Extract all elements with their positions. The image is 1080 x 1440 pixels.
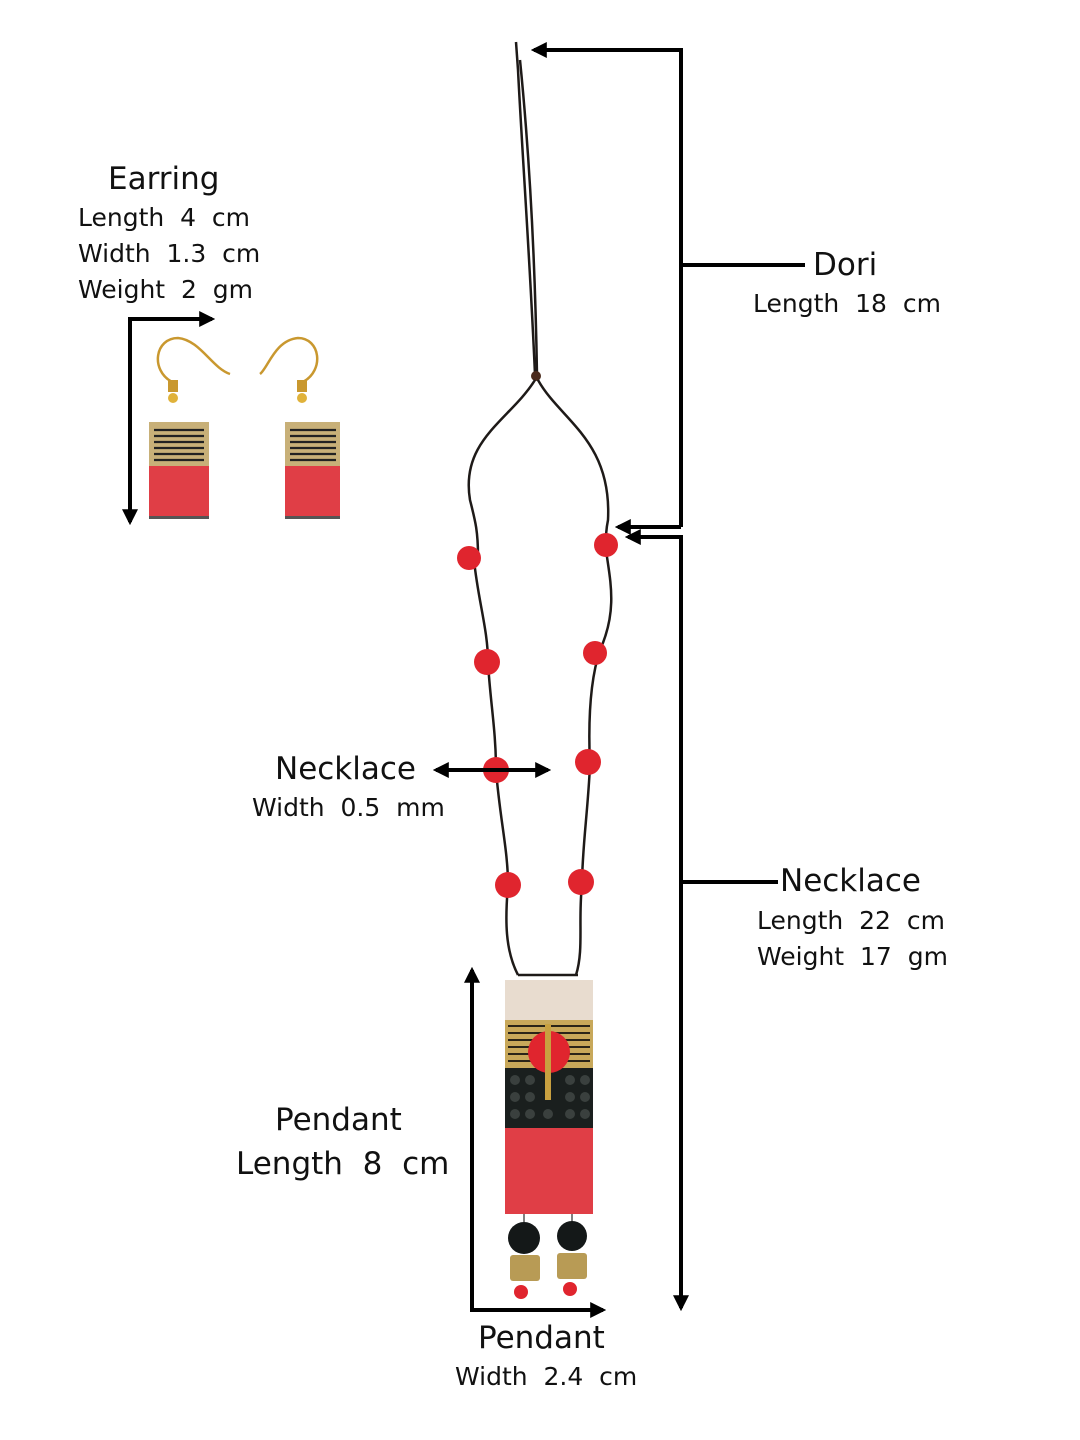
earring-left — [149, 336, 231, 519]
earring-width: Width 1.3 cm — [78, 239, 261, 268]
pendant-width-title: Pendant — [478, 1320, 605, 1356]
dori-title: Dori — [813, 247, 878, 283]
pendant-width-value: Width 2.4 cm — [455, 1362, 638, 1391]
necklace-length-title: Necklace — [780, 863, 921, 899]
necklace-beads — [457, 533, 618, 898]
necklace-width-title: Necklace — [275, 751, 416, 787]
necklace-weight-value: Weight 17 gm — [757, 942, 948, 971]
earring-title: Earring — [108, 161, 220, 197]
necklace-width-value: Width 0.5 mm — [252, 793, 445, 822]
earring-dimension-arrows — [122, 311, 216, 526]
pendant — [505, 980, 593, 1299]
pendant-length-value: Length 8 cm — [236, 1146, 450, 1182]
dori-length: Length 18 cm — [753, 289, 941, 318]
dori-bracket-arrows — [530, 42, 805, 535]
earring-right — [259, 336, 340, 519]
earring-length: Length 4 cm — [78, 203, 251, 232]
earring-weight: Weight 2 gm — [78, 275, 254, 304]
necklace-length-bracket-arrows — [624, 529, 778, 1312]
necklace-length-value: Length 22 cm — [757, 906, 945, 935]
dori-cord — [467, 41, 610, 557]
pendant-dimension-arrows — [464, 966, 607, 1318]
pendant-length-title: Pendant — [275, 1102, 402, 1138]
